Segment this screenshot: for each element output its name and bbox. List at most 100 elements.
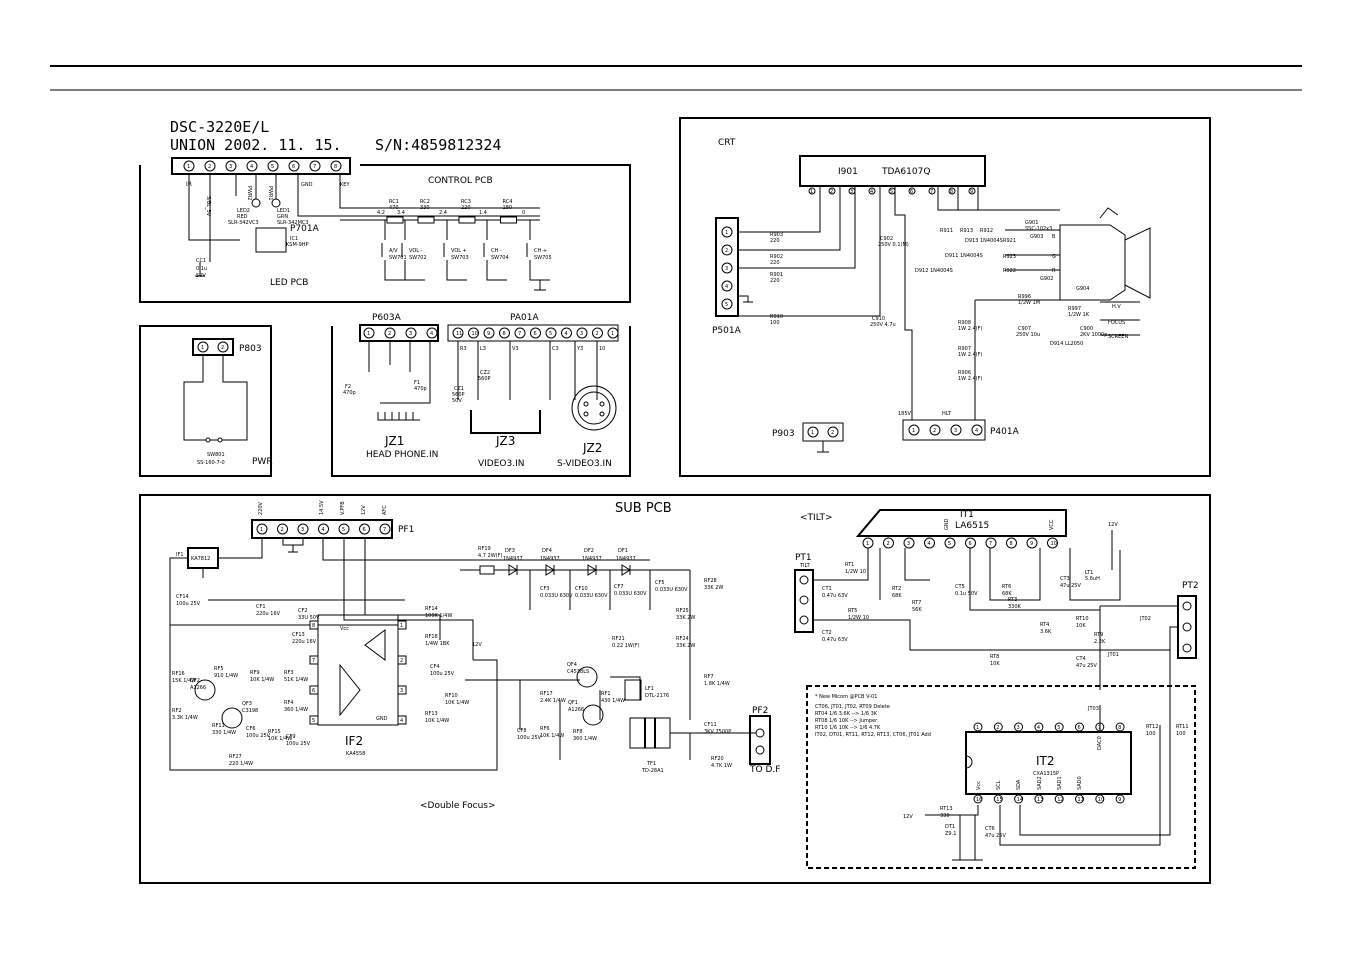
pwr-pcb-border [139,325,272,477]
pa01a-pin-circle [468,327,479,339]
resistor-ref: RF14 [425,606,438,612]
p903-label: P903 [772,429,795,439]
ic1-icon [255,227,287,253]
r997-ref: R997 [1068,306,1081,312]
switch-ref: SW703 [451,255,469,261]
p401a-pin-3: 3 [954,428,957,434]
resistor-value: 100K 1/4W [425,613,452,619]
p903-pin-2: 2 [831,430,834,436]
led1-color: GRN [277,214,288,220]
resistor-value: 51K 1/4W [284,677,308,683]
cap-ref: CF2 [298,608,308,614]
transistor-part: A1266 [568,707,584,713]
it2-pin-label: SDA [1016,779,1022,790]
p701a-pin-5: 5 [271,164,274,170]
out-hv: H.V [1112,304,1121,310]
jz3-ref: JZ3 [495,434,515,448]
cap-value: 33U 50V [298,615,320,621]
switch-name: CH + [534,248,547,254]
cap-value: 0.033U 630V [655,587,688,593]
node-voltage: 3.4 [397,210,405,216]
it1-pin-6: 6 [969,541,972,547]
p701a-pin-8: 8 [334,164,337,170]
pa01a-pin-4: 4 [565,331,568,337]
pf1-signal-12v: 12V [361,505,367,515]
cap-ref: CF9 [286,734,296,740]
cap-ref: CF14 [176,594,189,600]
supply-185v: 185V [898,411,912,417]
c900-ref: C900 [1080,326,1093,332]
pf1-pin-circle [318,523,329,535]
p701a-pin-4: 4 [250,164,253,170]
net-label: Y3 [576,346,583,352]
it2-bottom-pin-circle [1115,794,1125,804]
c900-value: 2KV 1000p [1080,332,1107,338]
resistor-value: 360 1/4W [573,736,597,742]
cc1-value: 0.1u [196,266,207,272]
r912-ref: R912 [980,228,993,234]
cap-ref: CF10 [575,586,588,592]
pf1-label: PF1 [398,525,414,535]
it2-top-pin-circle [1075,722,1084,732]
resistor-value: 33K 2W [676,643,695,649]
if2-pin-box [397,715,407,725]
i901-pin-circle [868,187,876,195]
switch-icon [483,220,507,281]
resistor-ref: RF4 [284,700,294,706]
switch-name: A/V [389,248,398,254]
diode-ref: DF2 [584,548,594,554]
cap-ref: CT4 [1076,656,1086,662]
switch-ref: SW701 [389,255,407,261]
it2-bottom-pin-14: 14 [1017,797,1023,803]
resistor-ref: RF6 [540,726,550,732]
resistor-value: 10K [990,661,1000,667]
it1-gnd: GND [944,518,950,530]
pa01a-pin-circle [561,327,572,339]
led2-icon [251,198,261,208]
it1-pin-circle [1047,537,1058,549]
cap-ref: CF13 [292,632,305,638]
p903-pin-1: 1 [811,430,814,436]
jz3-jack-icon [470,410,541,434]
it1-pin-1: 1 [866,541,869,547]
if2-pin-box [397,620,407,630]
jumper-ref: JT03 [1087,706,1099,712]
p501a-label: P501A [712,326,742,336]
cap-ref: CT2 [822,630,832,636]
resistor-value: 10K 1/4W [445,700,469,706]
cap-ref: CT3 [1060,576,1070,582]
pt1-connector [794,569,814,633]
p701a-pin-circle [225,160,237,172]
it1-ref: IT1 [960,510,974,520]
node-voltage: 0 [522,210,525,216]
i901-pin-9: 9 [970,189,973,195]
switch-name: VOL - [409,248,423,254]
resistor-value: 220 [461,205,471,211]
cap-ref: CF7 [614,584,624,590]
it1-pin-9: 9 [1030,541,1033,547]
r911-ref: R911 [940,228,953,234]
net-label: R3 [460,346,467,352]
r910-ref: R910 [770,314,783,320]
diode-ref: DF1 [618,548,628,554]
p701a-pin-circle [288,160,300,172]
resistor-ref: RF19 [478,546,491,552]
net-label: L3 [480,346,486,352]
resistor-ref: RC4 [503,199,513,205]
resistor-ref: RF27 [229,754,242,760]
resistor-value: 10K 1/4W [250,677,274,683]
it1-vcc: VCC [1049,519,1055,530]
r901-ref: R901 [770,272,783,278]
it2-bottom-pin-circle [1075,794,1084,804]
pf1-pin-7: 7 [383,527,386,533]
resistor-value: 330 [420,205,430,211]
pa01a-pin-circle [545,327,557,339]
led2-ref: LED2 [237,208,250,214]
r910-value: 100 [770,320,780,326]
d912-label: D912 1N4004S [915,268,953,274]
diode-icon [508,564,518,576]
date-line: UNION 2002. 11. 15. [170,136,342,154]
